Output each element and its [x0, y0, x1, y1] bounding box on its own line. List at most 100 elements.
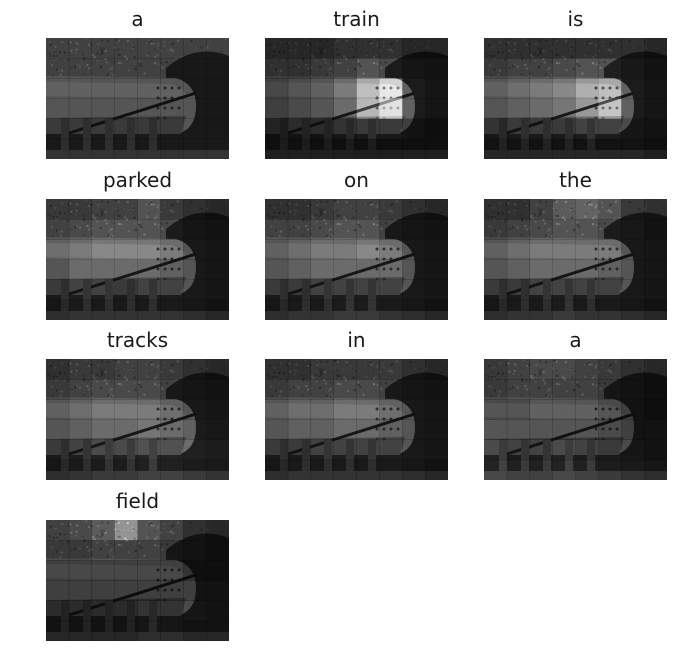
attention-cell	[68, 199, 93, 220]
rivet	[156, 437, 160, 441]
foliage-speckle	[134, 529, 137, 532]
wheel-strut	[105, 439, 113, 475]
attention-cell	[356, 419, 380, 440]
attention-heatmap-image	[484, 199, 667, 320]
attention-cell	[575, 259, 599, 280]
attention-cell	[114, 98, 138, 119]
panel-caption: a	[569, 328, 582, 352]
attention-cell	[506, 399, 531, 420]
foliage-speckle	[599, 66, 602, 69]
attention-cell	[91, 239, 115, 260]
attention-cell	[402, 199, 426, 220]
attention-cell	[68, 560, 93, 581]
foliage-speckle	[112, 235, 115, 238]
attention-cell	[333, 38, 357, 59]
attention-highlight	[598, 78, 622, 99]
foliage-speckle	[101, 534, 104, 537]
attention-cell	[333, 118, 357, 140]
foliage-speckle	[148, 533, 151, 536]
attention-cell	[425, 239, 448, 260]
attention-cell	[160, 399, 184, 420]
foliage-speckle	[353, 229, 356, 232]
foliage-speckle	[127, 529, 130, 532]
attention-cell	[484, 379, 508, 400]
attention-cell	[484, 459, 508, 480]
foliage-speckle	[357, 223, 360, 226]
foliage-speckle	[564, 201, 567, 204]
attention-overlay	[46, 38, 229, 159]
foliage-speckle	[150, 522, 153, 525]
foliage-speckle	[108, 236, 111, 239]
attention-cell	[114, 439, 138, 461]
attention-cell	[183, 259, 207, 280]
attention-cell	[379, 138, 403, 159]
attention-cell	[183, 520, 207, 541]
foliage-speckle	[339, 223, 342, 226]
rivet	[375, 247, 379, 251]
attention-cell	[484, 219, 508, 240]
attention-cell	[265, 459, 289, 480]
attention-cell	[265, 379, 289, 400]
attention-cell	[575, 299, 599, 320]
attention-cell	[310, 379, 334, 400]
foliage-speckle	[572, 208, 575, 211]
foliage-speckle	[144, 533, 147, 536]
foliage-speckle	[126, 522, 129, 525]
attention-cell	[425, 359, 448, 380]
attention-cell	[68, 520, 93, 541]
attention-cell	[137, 299, 161, 320]
attention-cell	[160, 620, 184, 641]
foliage-speckle	[117, 530, 120, 533]
attention-cell	[68, 38, 93, 59]
attention-cell	[137, 239, 161, 260]
attention-cell	[160, 520, 184, 541]
attention-cell	[425, 399, 448, 420]
foliage-speckle	[588, 61, 591, 64]
foliage-speckle	[150, 222, 153, 225]
attention-cell	[484, 38, 508, 59]
attention-cell	[46, 199, 70, 220]
rivet	[156, 407, 160, 411]
attention-cell	[310, 259, 334, 280]
attention-cell	[402, 359, 426, 380]
attention-cell	[552, 439, 576, 461]
attention-cell	[287, 259, 312, 280]
foliage-speckle	[99, 529, 102, 532]
attention-cell	[644, 379, 667, 400]
rivet	[396, 106, 400, 110]
foliage-speckle	[336, 223, 339, 225]
attention-cell	[644, 419, 667, 440]
attention-cell	[46, 38, 70, 59]
rivet	[156, 257, 160, 261]
foliage-speckle	[126, 218, 128, 221]
attention-overlay	[265, 38, 448, 159]
foliage-speckle	[357, 60, 360, 63]
attention-cell	[402, 419, 426, 440]
attention-cell	[91, 520, 115, 541]
foliage-speckle	[583, 203, 586, 206]
rivet	[615, 86, 619, 90]
attention-cell	[379, 459, 403, 480]
attention-cell	[621, 138, 645, 159]
attention-cell	[575, 419, 599, 440]
foliage-speckle	[556, 214, 559, 217]
foliage-speckle	[117, 535, 120, 538]
rivet	[163, 427, 167, 431]
attention-cell	[68, 620, 93, 641]
foliage-speckle	[587, 199, 590, 202]
foliage-speckle	[100, 226, 102, 229]
attention-overlay	[46, 199, 229, 320]
attention-cell	[114, 620, 138, 641]
foliage-speckle	[150, 203, 153, 206]
attention-cell	[265, 38, 289, 59]
attention-cell	[402, 439, 426, 461]
attention-cell	[529, 239, 553, 260]
attention-cell	[506, 379, 531, 400]
attention-cell	[206, 520, 229, 541]
attention-heatmap-image	[484, 38, 667, 159]
attention-cell	[137, 259, 161, 280]
foliage-speckle	[610, 211, 613, 214]
attention-cell	[183, 58, 207, 79]
panel-caption: parked	[102, 168, 173, 192]
attention-cell	[114, 78, 138, 99]
